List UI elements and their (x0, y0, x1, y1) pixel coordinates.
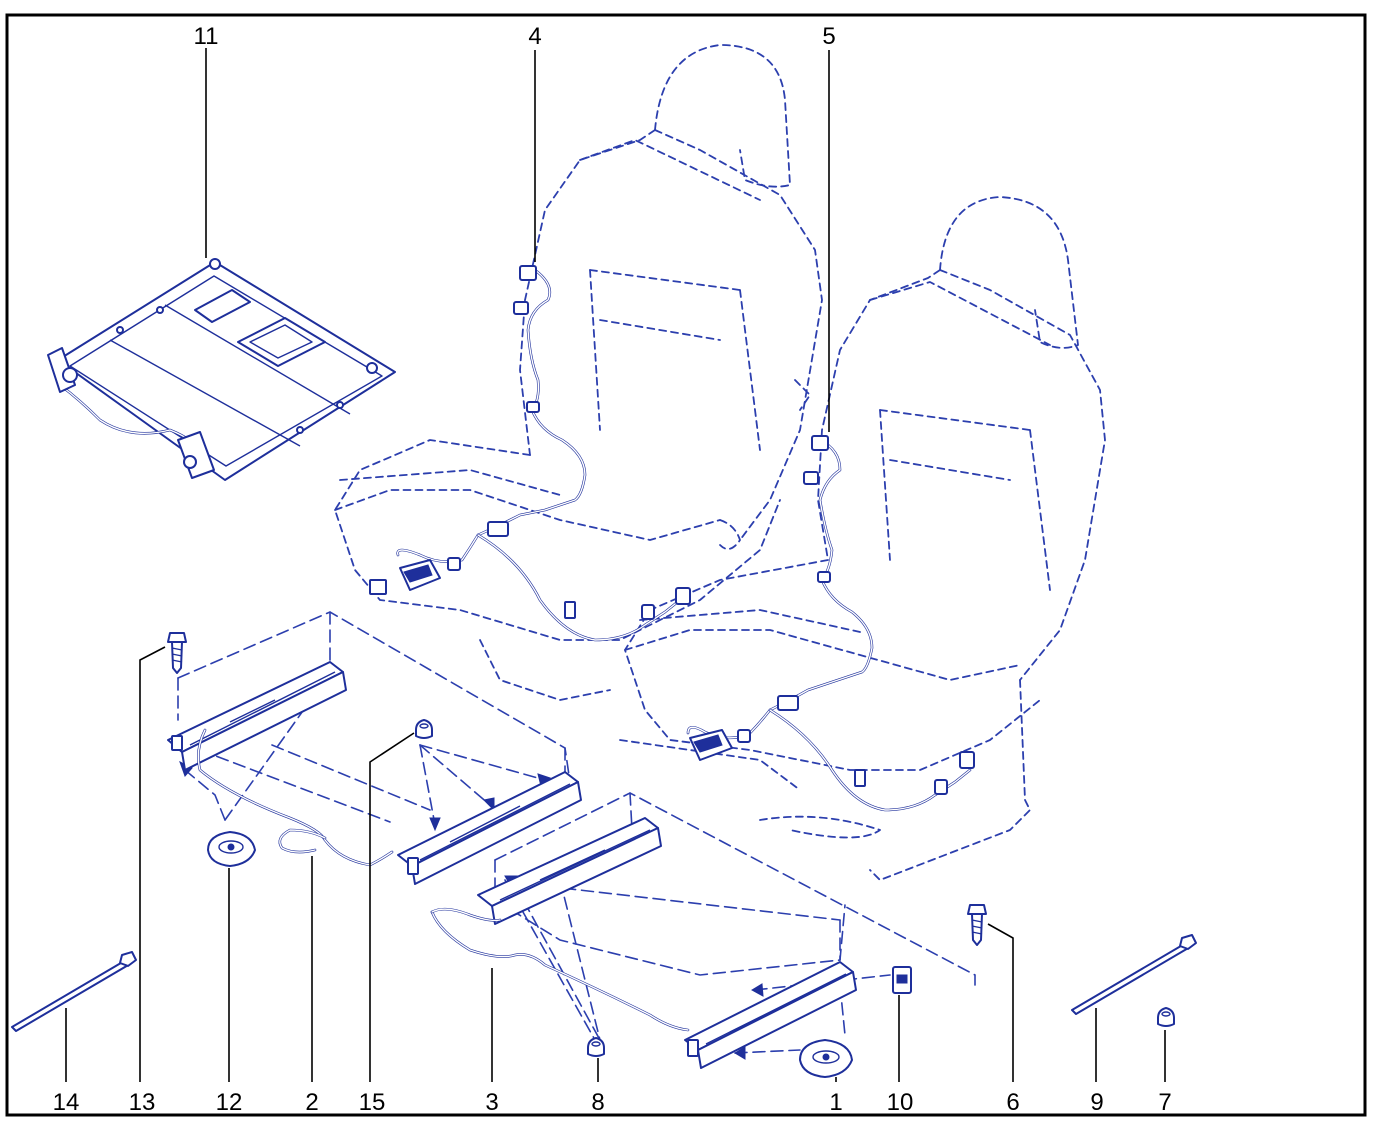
callout-7: 7 (1158, 1089, 1171, 1116)
harness-5 (686, 435, 975, 812)
callout-15: 15 (359, 1089, 386, 1116)
callout-14: 14 (53, 1089, 80, 1116)
callout-8: 8 (591, 1089, 604, 1116)
leader-lines (65, 48, 1166, 1082)
callout-12: 12 (216, 1089, 243, 1116)
callout-3: 3 (485, 1089, 498, 1116)
callout-2: 2 (305, 1089, 318, 1116)
callout-9: 9 (1090, 1089, 1103, 1116)
callout-11: 11 (194, 23, 219, 50)
nut-8 (587, 1037, 605, 1057)
bracket-1 (799, 1039, 853, 1078)
bolt-13 (167, 632, 187, 674)
cable-tie-9 (1071, 934, 1197, 1015)
callout-1: 1 (829, 1089, 842, 1116)
bolt-6 (967, 904, 987, 946)
leader-6 (987, 923, 1014, 1082)
diagram-frame (5, 13, 1367, 1117)
callout-5: 5 (822, 23, 835, 50)
callout-4: 4 (528, 23, 541, 50)
seat-rail-3 (430, 817, 857, 1069)
seat-outline-left (334, 44, 823, 701)
callout-6: 6 (1006, 1089, 1019, 1116)
cable-tie-14 (11, 951, 137, 1032)
bracket-12 (207, 831, 256, 867)
cover-10 (892, 966, 912, 994)
callout-10: 10 (887, 1089, 914, 1116)
seat-outline-right (619, 196, 1106, 881)
callout-13: 13 (129, 1089, 156, 1116)
callout-labels: 11 4 5 14 13 12 2 15 3 8 1 10 6 9 7 (53, 23, 1172, 1116)
leader-13 (139, 646, 166, 1082)
nut-15 (415, 719, 433, 739)
leader-15 (369, 732, 415, 1082)
harness-4 (369, 265, 691, 642)
seat-frame-11 (47, 258, 396, 481)
nut-7 (1157, 1007, 1175, 1027)
